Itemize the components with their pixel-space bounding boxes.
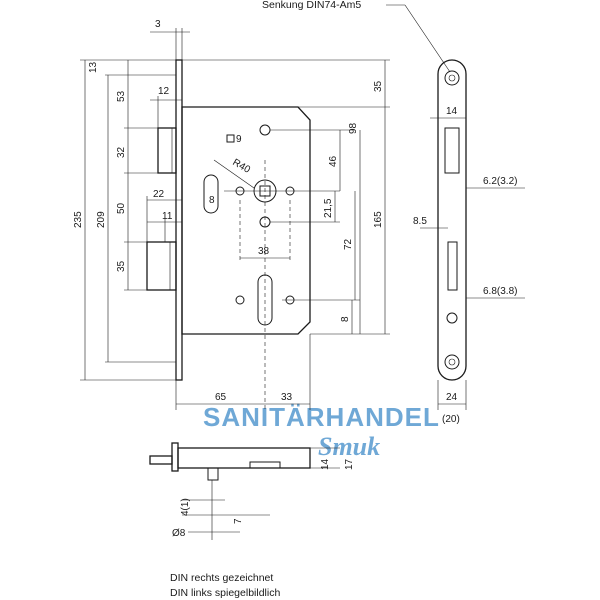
top-case [177,447,311,469]
dim-8-5: 8.5 [413,216,427,227]
dim-21-5: 21,5 [323,198,334,218]
side-view [386,4,525,410]
dim-17: 17 [344,458,355,470]
dimension-labels: Senkung DIN74-Am5 3 13 12 53 32 22 11 50… [73,0,517,539]
dim-98: 98 [348,122,359,134]
dim-38: 38 [258,246,270,257]
latch-opening [444,127,460,174]
cylinder-cutout [257,274,273,326]
top-bolt [149,455,173,465]
dim-13: 13 [88,61,99,73]
side-faceplate [437,59,467,381]
countersink-note: Senkung DIN74-Am5 [262,0,361,11]
dim-32: 32 [116,146,127,158]
dim-8-left: 8 [209,195,215,206]
dim-3: 3 [155,19,161,30]
dim-53: 53 [116,90,127,102]
dim-14-top: 14 [446,106,458,117]
dim-24: 24 [446,392,458,403]
countersink-top [444,70,460,86]
top-view [149,442,340,540]
top-hole [259,124,271,136]
watermark-signature: Smuk [318,432,380,461]
dim-35-right: 35 [373,80,384,92]
dim-65: 65 [215,392,227,403]
footer-line-2: DIN links spiegelbildlich [170,587,280,599]
dim-d8: Ø8 [172,528,186,539]
footer-line-1: DIN rechts gezeichnet [170,572,273,584]
watermark-brand: SANITÄRHANDEL [203,402,440,432]
dim-14-side: 14 [320,458,331,470]
front-view [80,28,390,410]
bolt-opening [447,241,458,291]
side-screw [446,312,458,324]
top-faceplate [171,442,179,472]
countersink-bottom [444,354,460,370]
dim-209: 209 [96,211,107,228]
dim-4-1: 4(1) [180,498,191,516]
dim-7: 7 [233,518,244,524]
dim-235: 235 [73,211,84,228]
dim-35-left: 35 [116,260,127,272]
square-symbol [226,134,235,143]
slot [203,174,219,214]
dim-r40: R40 [231,157,253,176]
dim-22: 22 [153,189,165,200]
dim-9: 9 [236,134,242,145]
dim-11: 11 [162,211,173,222]
latch-bolt [157,127,177,174]
dim-33: 33 [281,392,293,403]
dim-20: (20) [442,414,460,425]
dim-12: 12 [158,86,170,97]
dim-6-8: 6.8(3.8) [483,286,517,297]
dim-8-bottom: 8 [340,316,351,322]
dim-6-2: 6.2(3.2) [483,176,517,187]
top-spindle [207,467,219,481]
dim-72: 72 [343,238,354,250]
watermark: SANITÄRHANDEL Smuk [203,402,440,461]
cyl-left-hole [235,295,245,305]
dim-50: 50 [116,202,127,214]
dim-46: 46 [328,155,339,167]
faceplate [175,59,183,381]
dim-165: 165 [373,211,384,228]
footer-notes: DIN rechts gezeichnet DIN links spiegelb… [170,572,280,599]
dead-bolt [146,241,177,291]
